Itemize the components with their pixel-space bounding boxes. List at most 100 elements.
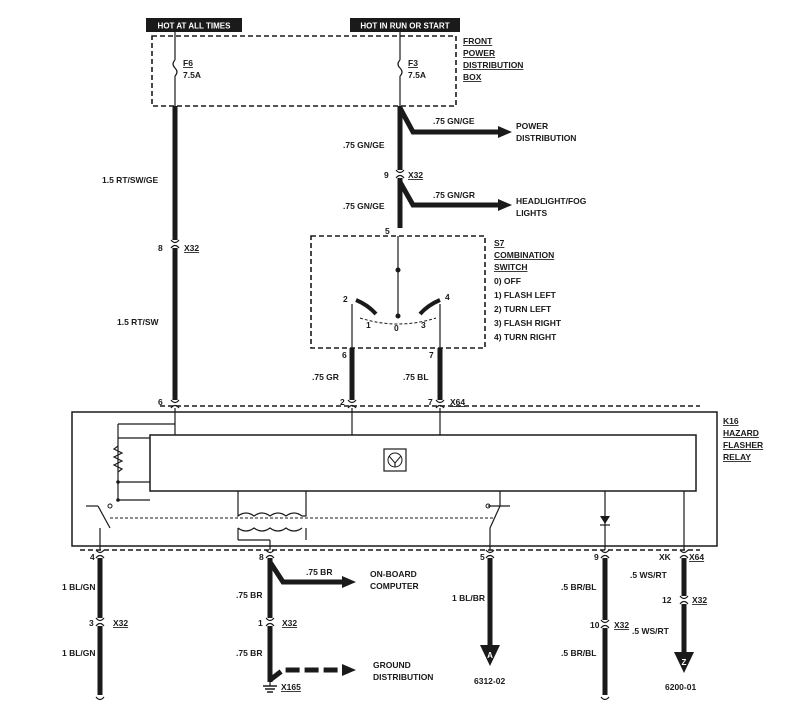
- wire-f6-to-relay: 1.5 RT/SW/GE 8 X32 1.5 RT/SW: [102, 106, 199, 400]
- pin7-switch-label: 7: [429, 350, 434, 360]
- wire-f3-out-label: .75 GN/GE: [343, 140, 385, 150]
- fuse-f6-rating: 7.5A: [183, 70, 201, 80]
- col1-pin: 3: [89, 618, 94, 628]
- wire-bl-label: .75 BL: [403, 372, 429, 382]
- relay-title-line1: K16: [723, 416, 739, 426]
- power-distribution-line1: POWER: [516, 121, 548, 131]
- wire-to-s7-label: .75 GN/GE: [343, 201, 385, 211]
- wire-gr-label: .75 GR: [312, 372, 339, 382]
- flasher-symbol-icon: [383, 448, 407, 472]
- relay-bottom-connector: X64: [689, 552, 704, 562]
- relay-title-line2: HAZARD: [723, 428, 759, 438]
- ground-icon: [263, 682, 277, 693]
- switch-title-line2: COMBINATION: [494, 250, 554, 260]
- switch-pin4: 4: [445, 292, 450, 302]
- relay-bottom-pin8: 8: [259, 552, 264, 562]
- ground-connector: X165: [281, 682, 301, 692]
- lower-wire-pin5: A 1 BL/BR 6312-02: [452, 549, 505, 686]
- x32-right-connector: X32: [408, 170, 423, 180]
- arrow-z-icon: [674, 652, 694, 673]
- s7-pin5-label: 5: [385, 226, 390, 236]
- pin6-switch-label: 6: [342, 350, 347, 360]
- relay-bottom-xk: XK: [659, 552, 672, 562]
- relay-title-line4: RELAY: [723, 452, 751, 462]
- fuse-f6: F6 7.5A: [172, 36, 201, 106]
- arrow-a-icon: [480, 645, 500, 666]
- relay-k16-outline: [71, 411, 718, 547]
- wire-f3-to-switch: .75 GN/GE POWER DISTRIBUTION .75 GN/GE 9…: [343, 106, 587, 236]
- col4-bottom-label: .5 BR/BL: [561, 648, 596, 658]
- fuse-box-title-line1: FRONT: [463, 36, 493, 46]
- hot-in-run-label: HOT IN RUN OR START: [350, 18, 460, 32]
- col4-connector: X32: [614, 620, 629, 630]
- lower-wire-pin8: .75 BR ON-BOARD COMPUTER .75 BR 1 X32 .7…: [236, 549, 433, 693]
- switch-pin2: 2: [343, 294, 348, 304]
- col3-wire-label: 1 BL/BR: [452, 593, 485, 603]
- switch-title-line3: SWITCH: [494, 262, 528, 272]
- fuse-f3: F3 7.5A: [397, 36, 426, 106]
- fuse-box-outline: [151, 35, 457, 107]
- headlight-branch-label: .75 GN/GR: [433, 190, 475, 200]
- hot-at-all-times-label: HOT AT ALL TIMES: [146, 18, 242, 32]
- relay-top-pin6: 6: [158, 397, 163, 407]
- switch-position-4: 4) TURN RIGHT: [494, 332, 557, 342]
- relay-bottom-pin5: 5: [480, 552, 485, 562]
- onboard-computer-line1: ON-BOARD: [370, 569, 417, 579]
- wire-f6-label: 1.5 RT/SW/GE: [102, 175, 159, 185]
- switch-pos3: 3: [421, 320, 426, 330]
- switch-position-1: 1) FLASH LEFT: [494, 290, 557, 300]
- x32-pin8-label: 8: [158, 243, 163, 253]
- col3-arrow-letter: A: [487, 651, 493, 660]
- lower-wire-pin4: 1 BL/GN 3 X32 1 BL/GN: [62, 549, 128, 701]
- col2-pin: 1: [258, 618, 263, 628]
- relay-title-line3: FLASHER: [723, 440, 763, 450]
- headlight-line1: HEADLIGHT/FOG: [516, 196, 587, 206]
- relay-top-pin7: 7: [428, 397, 433, 407]
- switch-title-line1: S7: [494, 238, 505, 248]
- fuse-f6-id: F6: [183, 58, 193, 68]
- wire-lower-left-label: 1.5 RT/SW: [117, 317, 160, 327]
- relay-bottom-pins: 4 8 5 9 XK X64: [90, 552, 704, 562]
- relay-top-connector: X64: [450, 397, 465, 407]
- relay-top-pin2: 2: [340, 397, 345, 407]
- headlight-line2: LIGHTS: [516, 208, 547, 218]
- switch-pos0: 0: [394, 323, 399, 333]
- col3-reference: 6312-02: [474, 676, 505, 686]
- switch-s7-legend: S7 COMBINATION SWITCH 0) OFF 1) FLASH LE…: [494, 238, 562, 342]
- col2-connector: X32: [282, 618, 297, 628]
- power-distribution-line2: DISTRIBUTION: [516, 133, 576, 143]
- col1-top-label: 1 BL/GN: [62, 582, 96, 592]
- relay-control-module: [149, 434, 697, 492]
- col1-bottom-label: 1 BL/GN: [62, 648, 96, 658]
- col5-pin: 12: [662, 595, 672, 605]
- fuse-box-title-line4: BOX: [463, 72, 482, 82]
- fuse-f3-rating: 7.5A: [408, 70, 426, 80]
- fuse-box-title-line3: DISTRIBUTION: [463, 60, 523, 70]
- onboard-computer-line2: COMPUTER: [370, 581, 419, 591]
- col4-top-label: .5 BR/BL: [561, 582, 596, 592]
- switch-s7-outline: [310, 235, 486, 349]
- col5-bottom-label: .5 WS/RT: [632, 626, 670, 636]
- col5-arrow-letter: Z: [682, 658, 687, 667]
- relay-bottom-pin9: 9: [594, 552, 599, 562]
- fuse-box-title: FRONT POWER DISTRIBUTION BOX: [463, 36, 523, 82]
- relay-top-pins: 6 2 7 X64: [158, 397, 465, 409]
- x32-left-connector: X32: [184, 243, 199, 253]
- lower-wire-pin9: .5 BR/BL 10 X32 .5 BR/BL: [561, 549, 629, 701]
- hot-at-all-times-text: HOT AT ALL TIMES: [158, 22, 232, 31]
- col2-bottom-label: .75 BR: [236, 648, 262, 658]
- switch-pos1: 1: [366, 320, 371, 330]
- x32-pin9-label: 9: [384, 170, 389, 180]
- col5-reference: 6200-01: [665, 682, 696, 692]
- col4-pin: 10: [590, 620, 600, 630]
- ground-distribution-line1: GROUND: [373, 660, 411, 670]
- fuse-box-title-line2: POWER: [463, 48, 495, 58]
- hot-in-run-text: HOT IN RUN OR START: [360, 22, 449, 31]
- fuse-f3-id: F3: [408, 58, 418, 68]
- ground-distribution-line2: DISTRIBUTION: [373, 672, 433, 682]
- col2-top-label: .75 BR: [236, 590, 262, 600]
- wire-f3-branch-label: .75 GN/GE: [433, 116, 475, 126]
- switch-position-0: 0) OFF: [494, 276, 521, 286]
- col5-connector: X32: [692, 595, 707, 605]
